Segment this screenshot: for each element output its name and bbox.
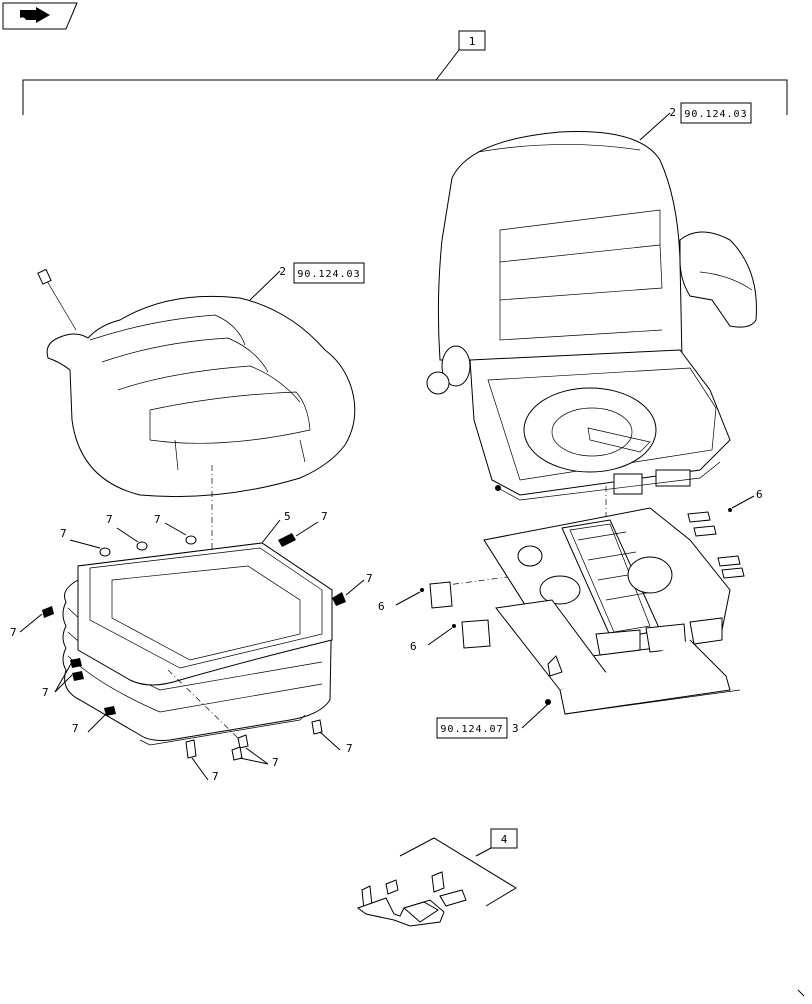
slide-pad-label: 6 xyxy=(378,600,385,613)
suspension-unit xyxy=(483,507,741,715)
assembly-item-number: 1 xyxy=(469,35,476,48)
bellows-item-number: 5 xyxy=(284,510,291,523)
fastener-label: 7 xyxy=(212,770,219,783)
fastener-label: 7 xyxy=(154,513,161,526)
bellows xyxy=(62,542,333,746)
fastener-label: 7 xyxy=(60,527,67,540)
fastener-label: 7 xyxy=(106,513,113,526)
bellows-callout: 5 xyxy=(261,510,291,544)
slide-pad-label: 6 xyxy=(756,488,763,501)
fastener-label: 7 xyxy=(366,572,373,585)
bracket-kit: 4 xyxy=(356,828,518,927)
fastener-label: 7 xyxy=(321,510,328,523)
seat-cushion xyxy=(37,268,356,498)
bracket-kit-item-number: 4 xyxy=(501,833,508,846)
seat-cushion-ref: 90.124.03 xyxy=(297,269,360,280)
slide-pad-callouts: 6 6 6 xyxy=(378,488,763,653)
fastener-label: 7 xyxy=(346,742,353,755)
fastener-callouts: 7 7 7 7 7 7 7 7 7 xyxy=(10,510,373,783)
slide-pad-label: 6 xyxy=(410,640,417,653)
suspension-item-number: 3 xyxy=(512,722,519,735)
seat-cushion-item-number: 2 xyxy=(279,265,286,278)
fastener-label: 7 xyxy=(42,686,49,699)
fastener-label: 7 xyxy=(272,756,279,769)
seat-back-ref: 90.124.03 xyxy=(684,109,747,120)
assembly-callout: 1 xyxy=(22,30,788,115)
seat-back-callout: 2 90.124.03 xyxy=(639,102,752,141)
suspension-callout: 90.124.07 3 xyxy=(436,703,549,739)
suspension-ref: 90.124.07 xyxy=(440,724,503,735)
fastener-label: 7 xyxy=(10,626,17,639)
next-page-arrow-icon[interactable] xyxy=(2,2,78,30)
seat-cushion-callout: 2 90.124.03 xyxy=(249,262,365,301)
fastener-label: 7 xyxy=(72,722,79,735)
seat-back-item-number: 2 xyxy=(669,106,676,119)
seat-back-assembly xyxy=(426,131,757,501)
